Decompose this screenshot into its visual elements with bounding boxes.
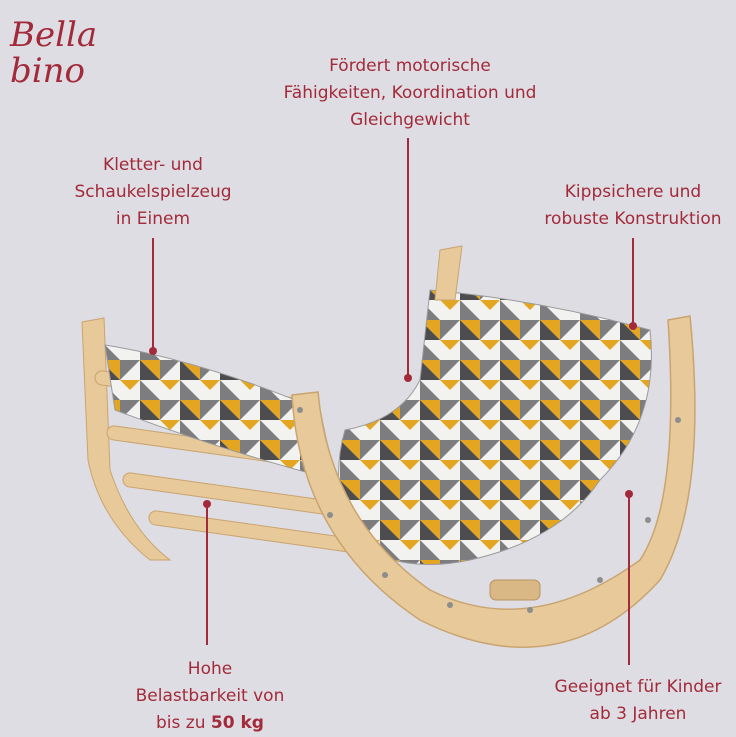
logo-text-line1: Bella bbox=[9, 15, 97, 55]
leader-dot-bottom-right bbox=[625, 490, 633, 498]
callout-top-line1: Fördert motorische bbox=[329, 56, 491, 76]
callout-top-line2: Fähigkeiten, Koordination und bbox=[283, 83, 537, 103]
callout-bl-weight: 50 kg bbox=[210, 713, 264, 733]
callout-bl-line3: bis zu 50 kg bbox=[110, 710, 310, 737]
callout-right-line2: robuste Konstruktion bbox=[544, 209, 722, 229]
logo-text-line2: bino bbox=[10, 51, 85, 88]
leader-line-left bbox=[152, 238, 154, 350]
leader-line-top bbox=[407, 138, 409, 378]
callout-right-line1: Kippsichere und bbox=[564, 182, 702, 202]
main-cushion bbox=[338, 289, 652, 565]
callout-age-suitability: Geeignet für Kinder ab 3 Jahren bbox=[540, 674, 736, 728]
callout-left-line2: Schaukelspielzeug bbox=[74, 182, 232, 202]
leader-dot-right bbox=[629, 322, 637, 330]
callout-br-line1: Geeignet für Kinder bbox=[554, 677, 722, 697]
callout-load-capacity: Hohe Belastbarkeit von bis zu 50 kg bbox=[110, 656, 310, 737]
leader-dot-left bbox=[149, 347, 157, 355]
leader-dot-top bbox=[404, 374, 412, 382]
callout-top-line3: Gleichgewicht bbox=[350, 110, 470, 130]
callout-left-line3: in Einem bbox=[115, 209, 191, 229]
callout-left-line1: Kletter- und bbox=[103, 155, 203, 175]
callout-bl-line1: Hohe bbox=[187, 659, 233, 679]
callout-motor-skills: Fördert motorische Fähigkeiten, Koordina… bbox=[255, 53, 565, 134]
callout-bl-line2: Belastbarkeit von bbox=[135, 686, 285, 706]
callout-stable-construction: Kippsichere und robuste Konstruktion bbox=[528, 179, 736, 233]
leader-line-right bbox=[632, 238, 634, 326]
callout-climbing-rocking: Kletter- und Schaukelspielzeug in Einem bbox=[58, 152, 248, 233]
bellabino-logo: Bella bino bbox=[9, 15, 97, 88]
rocker-arc bbox=[291, 245, 696, 648]
leader-line-bottom-right bbox=[628, 495, 630, 665]
callout-bl-prefix: bis zu bbox=[156, 713, 211, 733]
callout-br-line2: ab 3 Jahren bbox=[589, 704, 687, 724]
leader-line-bottom-left bbox=[206, 505, 208, 645]
leader-dot-bottom-left bbox=[203, 500, 211, 508]
